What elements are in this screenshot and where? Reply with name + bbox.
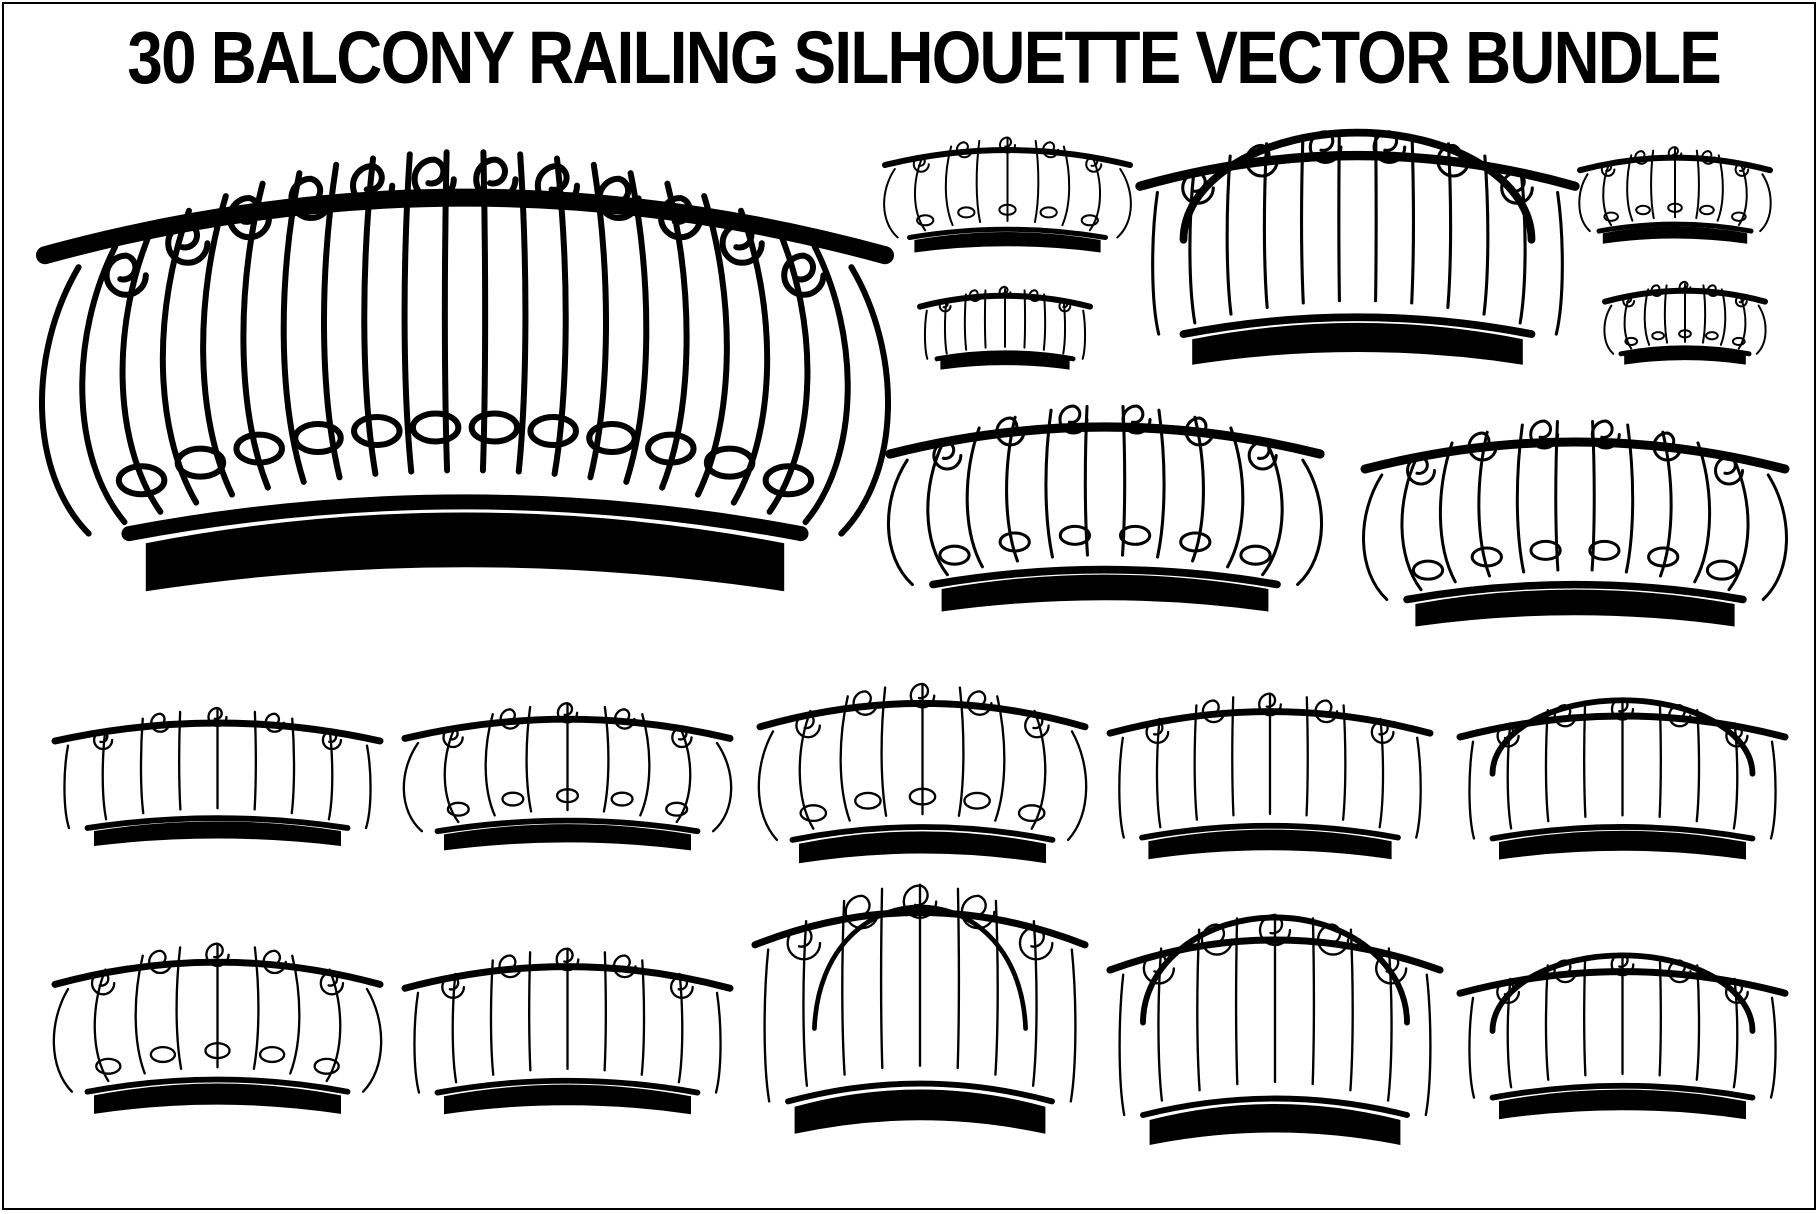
railing-medium-ornate-2 (1360, 419, 1790, 627)
railing-row3-5 (1456, 697, 1789, 860)
railing-row3-2 (401, 702, 734, 851)
railing-row3-4 (1106, 692, 1434, 860)
railing-row4-1 (51, 942, 384, 1114)
railing-arch-planter (1135, 128, 1580, 365)
railing-row4-4 (1106, 913, 1444, 1145)
railing-row4-5 (1456, 952, 1789, 1120)
railing-large-bulb (36, 149, 894, 592)
page-title: 30 BALCONY RAILING SILHOUETTE VECTOR BUN… (127, 16, 1721, 99)
railing-small-ornate-1 (882, 136, 1133, 253)
railing-row3-1 (51, 706, 384, 846)
railing-row3-3 (756, 682, 1089, 864)
railing-small-ornate-4 (1602, 280, 1768, 365)
railing-small-ornate-3 (917, 285, 1093, 370)
railing-row4-2 (401, 947, 734, 1115)
railing-small-ornate-2 (1577, 146, 1773, 244)
railing-medium-ornate-1 (885, 404, 1325, 612)
railing-row4-3 (751, 883, 1089, 1134)
